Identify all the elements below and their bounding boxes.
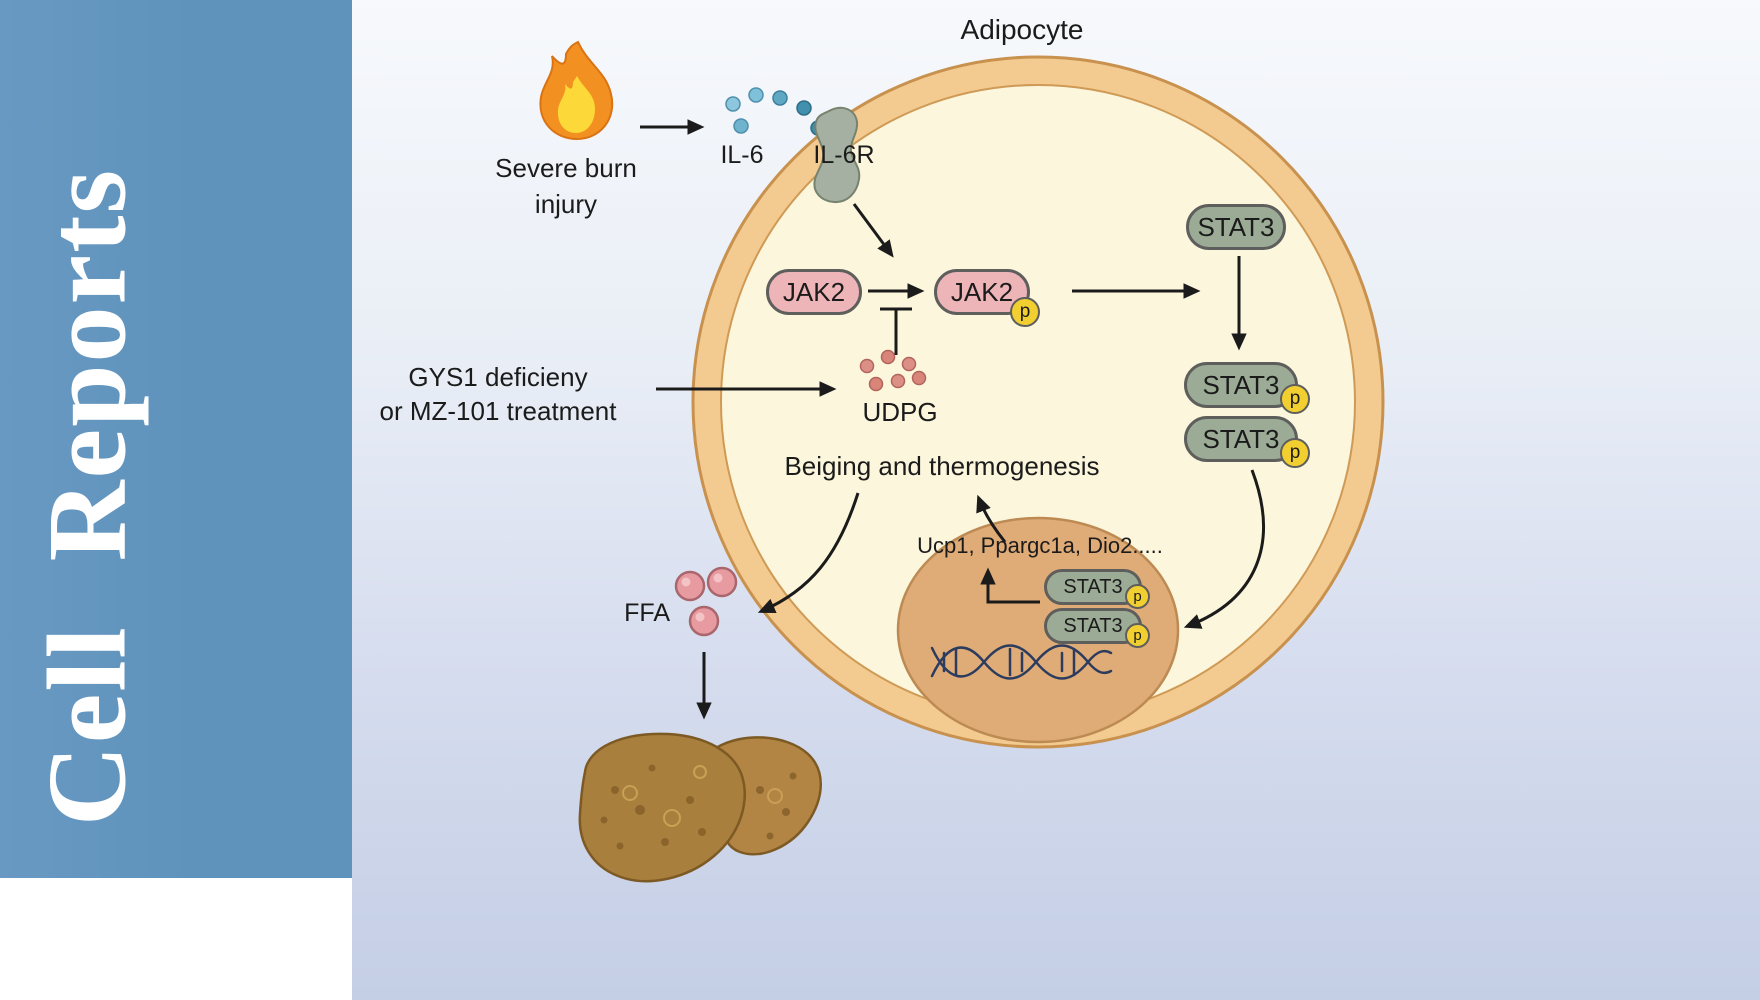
stat3-phospho-pill-2: STAT3 p (1184, 416, 1310, 468)
jak2-pill: JAK2 (766, 269, 862, 315)
beiging-thermogenesis-label: Beiging and thermogenesis (784, 451, 1100, 481)
stat3-pill: STAT3 (1186, 204, 1286, 250)
ffa-label: FFA (624, 599, 670, 627)
gys1-treatment-label: GYS1 deficieny or MZ-101 treatment (356, 360, 640, 428)
jak2-phospho-pill: JAK2 p (934, 269, 1040, 327)
il6-label: IL-6 (720, 141, 764, 169)
journal-title: Cell Reports (25, 167, 150, 827)
phospho-badge: p (1280, 384, 1310, 414)
udpg-label: UDPG (862, 397, 938, 427)
target-genes-label: Ucp1, Ppargc1a, Dio2..... (917, 533, 1163, 558)
jak2-phospho-label: JAK2 (950, 276, 1014, 307)
nuclear-stat3-phospho-pill-1: STAT3 p (1044, 569, 1150, 609)
severe-burn-line1: Severe burn (495, 153, 637, 183)
gys1-line1: GYS1 deficieny (408, 362, 588, 392)
severe-burn-label: Severe burn injury (451, 150, 681, 222)
gys1-line2: or MZ-101 treatment (379, 396, 617, 426)
il6r-label: IL-6R (813, 141, 875, 169)
journal-sidebar: Cell Reports (0, 0, 352, 1000)
phospho-badge: p (1280, 438, 1310, 468)
nuclear-stat3-label-2: STAT3 (1063, 614, 1123, 637)
jak2-label: JAK2 (782, 276, 846, 307)
sidebar-footer (0, 878, 352, 1000)
phospho-badge: p (1125, 584, 1150, 609)
phospho-badge: p (1125, 623, 1150, 648)
stat3-phospho-label-2: STAT3 (1202, 423, 1280, 454)
phospho-badge: p (1010, 297, 1040, 327)
nuclear-stat3-phospho-pill-2: STAT3 p (1044, 608, 1150, 648)
stat3-phospho-label-1: STAT3 (1202, 369, 1280, 400)
stat3-phospho-pill-1: STAT3 p (1184, 362, 1310, 414)
stat3-label: STAT3 (1197, 211, 1275, 242)
nuclear-stat3-label-1: STAT3 (1063, 575, 1123, 598)
adipocyte-title: Adipocyte (960, 14, 1084, 45)
severe-burn-line2: injury (534, 189, 598, 219)
